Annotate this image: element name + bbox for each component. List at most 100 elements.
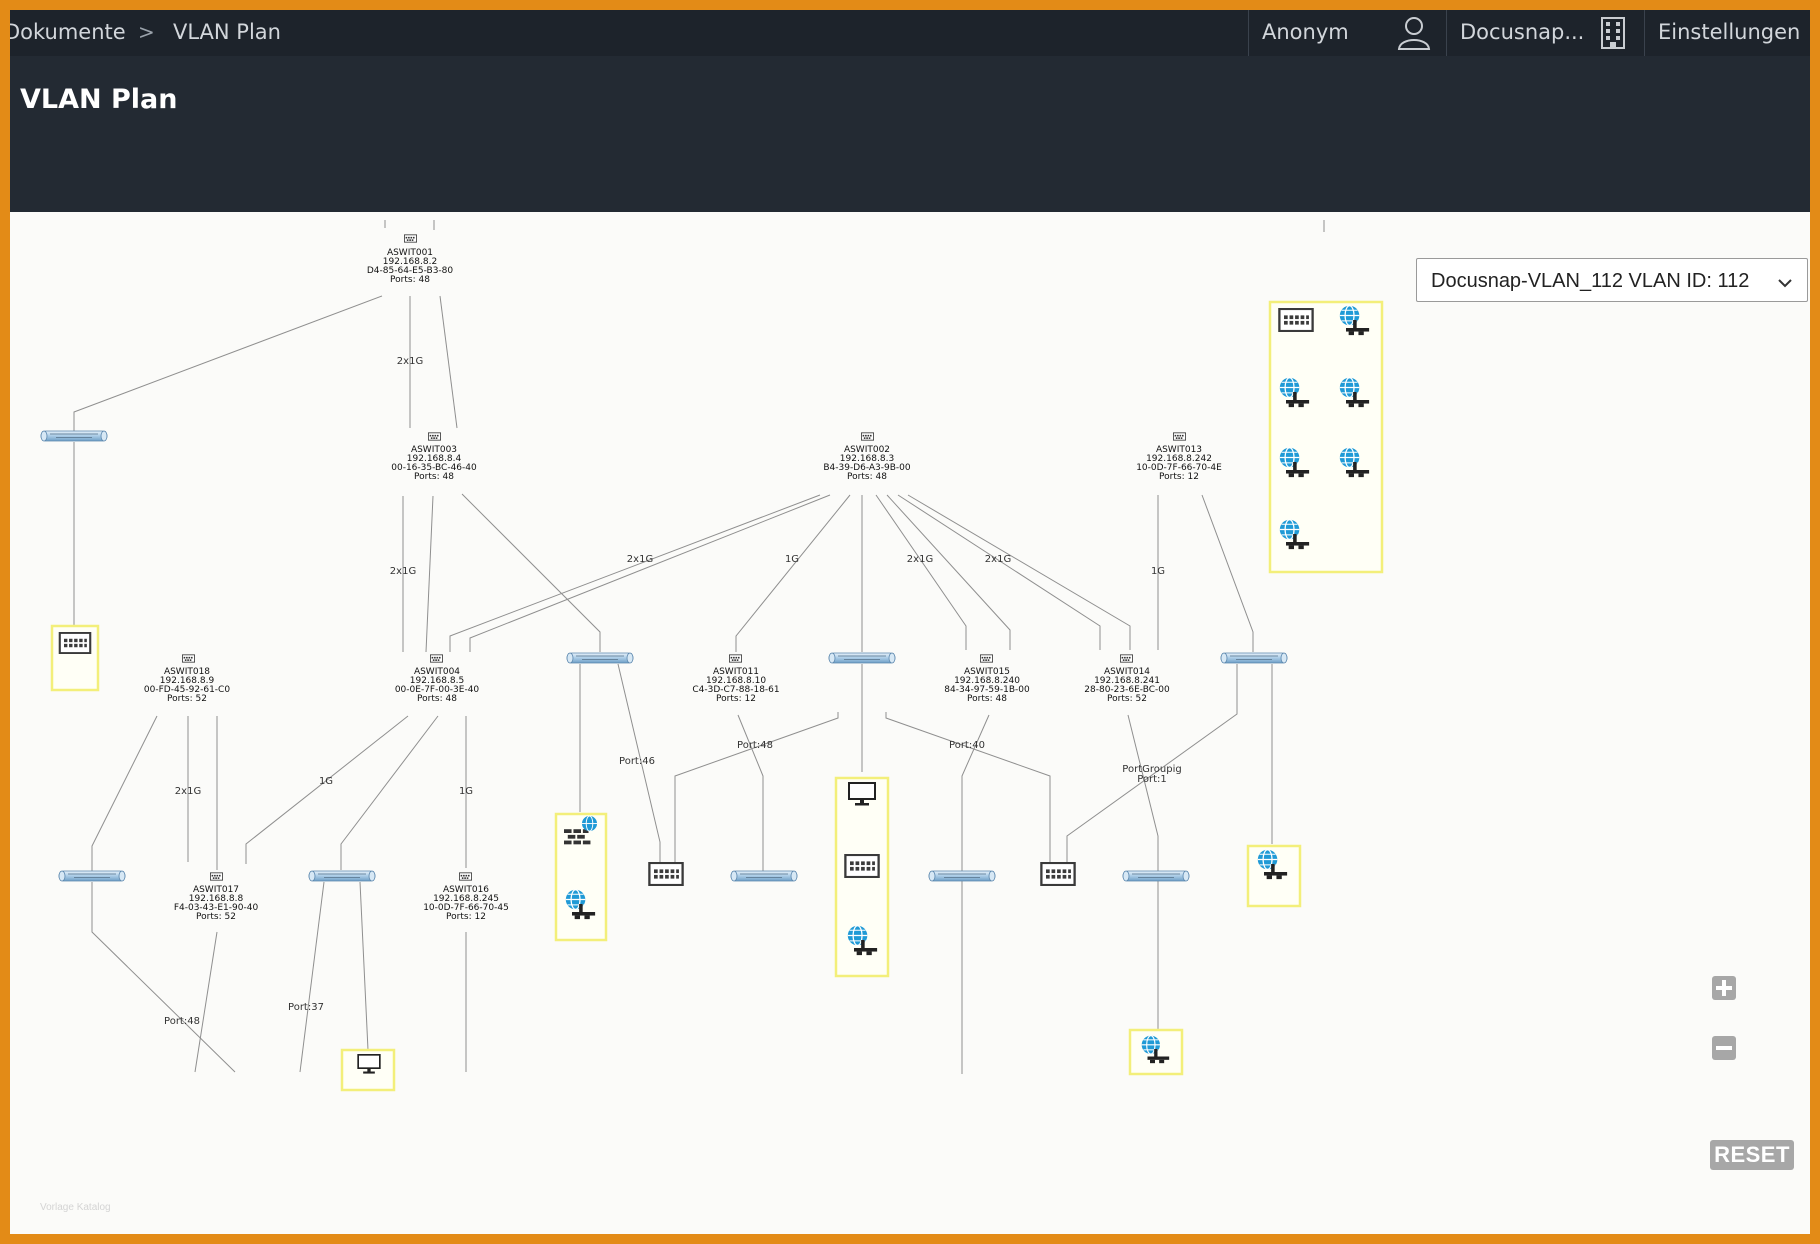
breadcrumb-current[interactable]: VLAN Plan bbox=[173, 20, 281, 44]
vlan-pipe-icon bbox=[566, 652, 634, 664]
switch-mac: D4-85-64-E5-B3-80 bbox=[367, 266, 454, 276]
switch-ports: Ports: 52 bbox=[196, 912, 236, 922]
switch-name: ASWIT016 bbox=[443, 885, 489, 895]
app-window: Dokumente > VLAN Plan Anonym Docusnap...… bbox=[10, 10, 1810, 1234]
edge-label: Port:40 bbox=[949, 740, 985, 751]
switch-ports: Ports: 48 bbox=[417, 694, 457, 704]
tenant-name[interactable]: Docusnap... bbox=[1460, 20, 1585, 44]
diagram-canvas[interactable]: 2x1G 2x1G 2x1G 1G 2x1G 2x1G 1G 1G 2x1G 1… bbox=[10, 212, 1810, 1234]
switch-mac: 10-0D-7F-66-70-45 bbox=[423, 903, 509, 913]
switch-icon bbox=[58, 632, 92, 654]
switch-icon bbox=[459, 872, 472, 881]
edge-label: 2x1G bbox=[175, 786, 201, 797]
switch-icon bbox=[1040, 862, 1076, 886]
vlan-pipe-icon bbox=[928, 870, 996, 882]
switch-mac: 00-FD-45-92-61-C0 bbox=[144, 685, 230, 695]
edge-label: Port:1 bbox=[1137, 774, 1167, 785]
user-icon[interactable] bbox=[1396, 16, 1432, 55]
switch-icon bbox=[428, 432, 441, 441]
edge-label: 1G bbox=[459, 786, 473, 797]
settings-link[interactable]: Einstellungen bbox=[1658, 20, 1801, 44]
page-header: VLAN Plan bbox=[10, 56, 1810, 212]
switch-name: ASWIT002 bbox=[844, 445, 890, 455]
switch-name: ASWIT018 bbox=[164, 667, 210, 677]
vlan-pipe-icon bbox=[1122, 870, 1190, 882]
network-edges bbox=[73, 220, 1325, 1074]
edge-label: 2x1G bbox=[907, 554, 933, 565]
switch-icon bbox=[182, 654, 195, 663]
vlan-diagram[interactable]: 2x1G 2x1G 2x1G 1G 2x1G 2x1G 1G 1G 2x1G 1… bbox=[10, 212, 1810, 1234]
reset-zoom-button[interactable]: RESET bbox=[1710, 1140, 1794, 1170]
building-icon[interactable] bbox=[1600, 16, 1626, 55]
edge-labels: 2x1G 2x1G 2x1G 1G 2x1G 2x1G 1G 1G 2x1G 1… bbox=[164, 356, 1182, 1027]
switch-ip: 192.168.8.5 bbox=[410, 676, 464, 686]
edge-label: Port:46 bbox=[619, 756, 655, 767]
vlan-dropdown-value: Docusnap-VLAN_112 VLAN ID: 112 bbox=[1431, 270, 1750, 292]
switch-ip: 192.168.8.8 bbox=[189, 894, 244, 904]
minus-icon bbox=[1712, 1036, 1736, 1060]
edge-label: Port:37 bbox=[288, 1002, 324, 1013]
vlan-pipe-icon bbox=[1220, 652, 1288, 664]
switch-name: ASWIT017 bbox=[193, 885, 239, 895]
switch-icon bbox=[1120, 654, 1133, 663]
edge-label: Port:48 bbox=[164, 1016, 200, 1027]
switch-ip: 192.168.8.245 bbox=[433, 894, 499, 904]
switch-mac: 84-34-97-59-1B-00 bbox=[944, 685, 1030, 695]
switch-ip: 192.168.8.240 bbox=[954, 676, 1020, 686]
switch-ports: Ports: 48 bbox=[967, 694, 1007, 704]
vlan-pipe-icon bbox=[730, 870, 798, 882]
edge-label: 2x1G bbox=[985, 554, 1011, 565]
switch-icon bbox=[861, 432, 874, 441]
switch-icon bbox=[1173, 432, 1186, 441]
edge-label: 1G bbox=[785, 554, 799, 565]
vlan-pipe-icon bbox=[40, 430, 108, 442]
edge-label: 2x1G bbox=[627, 554, 653, 565]
switch-name: ASWIT004 bbox=[414, 667, 460, 677]
breadcrumb-documents[interactable]: Dokumente bbox=[10, 20, 126, 44]
switch-ip: 192.168.8.2 bbox=[383, 257, 437, 267]
switch-mac: 28-80-23-6E-BC-00 bbox=[1084, 685, 1170, 695]
switch-icon bbox=[430, 654, 443, 663]
vlan-segments[interactable] bbox=[40, 430, 1288, 882]
switch-ports: Ports: 48 bbox=[847, 472, 887, 482]
zoom-out-button[interactable] bbox=[1712, 1036, 1736, 1064]
vlan-dropdown[interactable]: Docusnap-VLAN_112 VLAN ID: 112 bbox=[1416, 258, 1808, 302]
switch-ip: 192.168.8.3 bbox=[840, 454, 894, 464]
switch-name: ASWIT013 bbox=[1156, 445, 1202, 455]
switch-ports: Ports: 12 bbox=[1159, 472, 1199, 482]
switch-ip: 192.168.8.9 bbox=[160, 676, 215, 686]
switch-mac: 10-0D-7F-66-70-4E bbox=[1136, 463, 1222, 473]
edge-label: PortGroupig bbox=[1122, 764, 1181, 775]
edge-label: 2x1G bbox=[390, 566, 416, 577]
switch-icon bbox=[1278, 308, 1314, 332]
vlan-pipe-icon bbox=[308, 870, 376, 882]
zoom-in-button[interactable] bbox=[1712, 976, 1736, 1004]
chevron-down-icon bbox=[1777, 273, 1793, 296]
switch-ip: 192.168.8.242 bbox=[1146, 454, 1212, 464]
switch-mac: B4-39-D6-A3-9B-00 bbox=[823, 463, 911, 473]
switch-name: ASWIT011 bbox=[713, 667, 759, 677]
edge-label: 1G bbox=[319, 776, 333, 787]
switch-icon bbox=[844, 854, 880, 878]
switch-mac: 00-16-35-BC-46-40 bbox=[391, 463, 477, 473]
switch-icon bbox=[729, 654, 742, 663]
user-name[interactable]: Anonym bbox=[1262, 20, 1349, 44]
switch-ports: Ports: 52 bbox=[1107, 694, 1147, 704]
page-title: VLAN Plan bbox=[20, 84, 178, 115]
navbar-divider bbox=[1248, 10, 1249, 56]
plus-icon bbox=[1712, 976, 1736, 1000]
switch-icon bbox=[404, 234, 417, 243]
switch-ip: 192.168.8.10 bbox=[706, 676, 766, 686]
switch-ip: 192.168.8.241 bbox=[1094, 676, 1160, 686]
switch-icon bbox=[648, 862, 684, 886]
